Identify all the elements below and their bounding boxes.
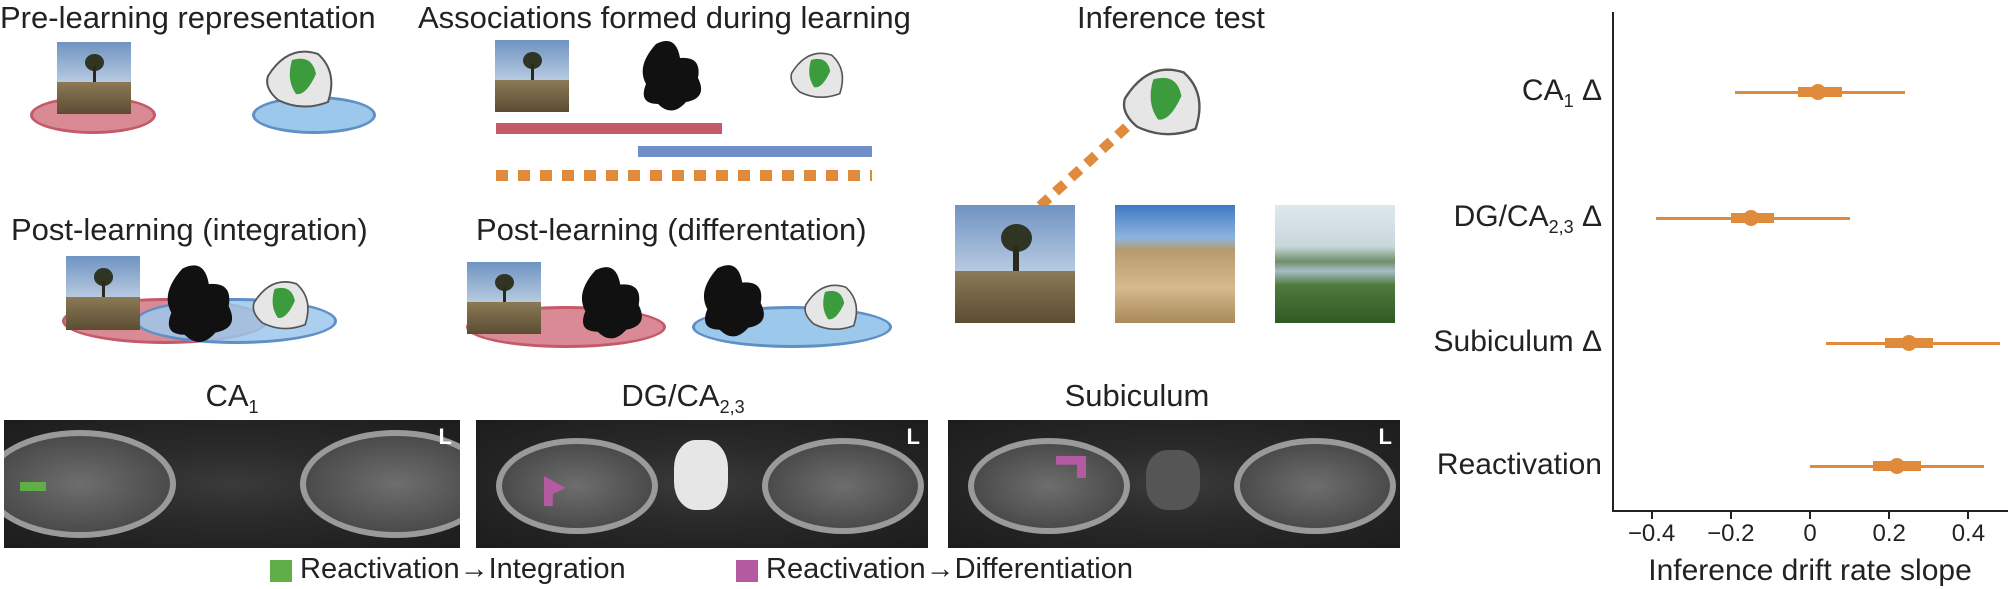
row-label: CA1 Δ [1522,74,1602,112]
differentiation-legend-swatch [736,560,758,582]
x-tick-label: −0.4 [1628,520,1675,548]
x-tick-label: 0.4 [1952,520,1985,548]
black-object-shape [636,38,708,116]
inference-test-title: Inference test [1077,0,1265,36]
desert-cliff-photo-choice [1115,205,1235,323]
novel-object-shape [248,272,318,340]
field-photo [66,256,140,330]
x-tick-label: 0 [1803,520,1816,548]
median-point [1901,335,1917,351]
left-hemisphere-marker: L [1379,424,1392,450]
chart-x-label: Inference drift rate slope [1648,554,1972,588]
differentiation-legend-label: Reactivation→Differentiation [766,553,1133,586]
ab-association-bar [496,123,722,134]
lake-photo-choice [1275,205,1395,323]
ca1-brain-slice: L [4,420,460,548]
median-point [1743,210,1759,226]
integration-legend-label: Reactivation→Integration [300,553,626,586]
subiculum-brain-slice: L [948,420,1400,548]
integration-legend-swatch [270,560,292,582]
associations-title: Associations formed during learning [418,0,911,36]
x-tick-mark [1888,511,1890,519]
black-object-shape [158,262,242,348]
x-tick-mark [1809,511,1811,519]
post-integration-title: Post-learning (integration) [11,212,368,248]
bc-association-bar [638,146,872,157]
field-photo [57,42,131,114]
forest-plot-y-axis [1612,12,1614,512]
inference-dashed-link [1030,116,1140,216]
x-tick-label: 0.2 [1873,520,1906,548]
novel-object-shape [800,276,866,340]
subiculum-brain-title: Subiculum [1065,378,1210,414]
novel-object-shape [786,44,852,108]
field-photo-choice [955,205,1075,323]
left-hemisphere-marker: L [907,424,920,450]
row-label: Reactivation [1437,448,1602,482]
row-label: Subiculum Δ [1434,325,1602,359]
x-tick-mark [1730,511,1732,519]
dg-brain-title: DG/CA2,3 [621,378,744,418]
post-differentiation-title: Post-learning (differentation) [476,212,867,248]
ac-inferred-dashed-bar [496,170,872,181]
median-point [1810,84,1826,100]
pre-learning-title: Pre-learning representation [0,0,376,36]
black-object-shape [694,262,774,342]
x-tick-mark [1967,511,1969,519]
x-tick-mark [1651,511,1653,519]
x-tick-label: −0.2 [1707,520,1754,548]
dg-brain-slice: L [476,420,928,548]
novel-object-shape [262,40,342,120]
row-label: DG/CA2,3 Δ [1454,200,1602,238]
ca1-brain-title: CA1 [205,378,258,418]
left-hemisphere-marker: L [439,424,452,450]
ca1-roi-marker [20,482,46,491]
field-photo [467,262,541,334]
field-photo [495,40,569,112]
black-object-shape [572,264,652,344]
median-point [1889,458,1905,474]
